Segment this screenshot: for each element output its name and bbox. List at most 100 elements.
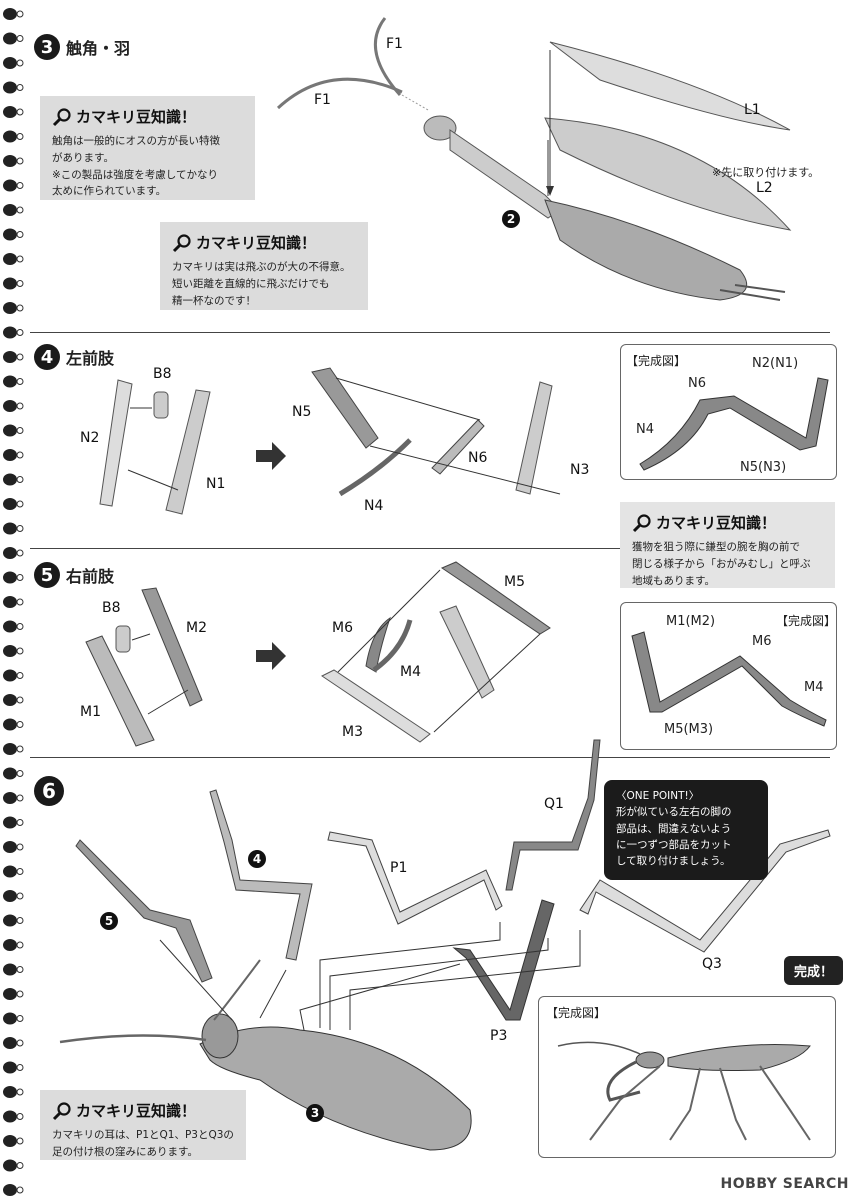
spiral-binding [3, 8, 24, 1196]
part-label: N1 [206, 476, 226, 492]
part-label: M1(M2) [666, 614, 716, 629]
part-label: B8 [102, 600, 121, 616]
tip-body: カマキリは実は飛ぶのが大の不得意。 短い距離を直線的に飛ぶだけでも 精一杯なので… [172, 261, 351, 307]
binding-ring [3, 816, 24, 829]
binding-ring [3, 1184, 24, 1196]
part-label: P3 [490, 1028, 508, 1044]
arrow-right-icon [256, 442, 286, 470]
binding-ring [3, 179, 24, 192]
part-label: N2(N1) [752, 356, 799, 371]
step-title: 触角・羽 [66, 39, 131, 58]
binding-ring [3, 792, 24, 804]
step-number: 3 [34, 34, 60, 60]
step-number: 6 [34, 776, 64, 806]
tip-heading: カマキリ豆知識！ [52, 106, 243, 127]
binding-ring [3, 596, 24, 608]
completed-view-title: 【完成図】 [776, 614, 837, 628]
binding-ring [3, 375, 24, 388]
part-label: N6 [468, 450, 488, 466]
step-title: 右前肢 [66, 567, 115, 586]
binding-ring [3, 155, 24, 167]
part-label: Q1 [544, 796, 564, 812]
ref-number: 3 [306, 1104, 324, 1122]
binding-ring [3, 841, 24, 853]
binding-ring [3, 1061, 24, 1074]
completed-view-title: 【完成図】 [546, 1006, 607, 1020]
part-label: N5 [292, 404, 312, 420]
ref-number: 4 [248, 850, 266, 868]
part-label: M5 [504, 574, 525, 590]
part-label: N4 [636, 422, 654, 437]
tip-heading: カマキリ豆知識！ [632, 512, 823, 533]
note-text: ※先に取り付けます。 [712, 166, 820, 179]
step-6-header: 6 [34, 776, 64, 806]
part-label: N2 [80, 430, 100, 446]
part-label: N5(N3) [740, 460, 787, 475]
part-label: M4 [400, 664, 421, 680]
step-3-header: 3 触角・羽 [34, 34, 130, 60]
tip-heading: カマキリ豆知識！ [172, 232, 356, 253]
binding-ring [3, 8, 24, 20]
magnifier-icon [52, 1101, 71, 1120]
step-number: 4 [34, 344, 60, 370]
tip-body: カマキリの耳は、P1とQ1、P3とQ3の 足の付け根の窪みにあります。 [52, 1129, 234, 1158]
binding-ring [3, 106, 24, 118]
magnifier-icon [52, 107, 71, 126]
binding-ring [3, 302, 24, 314]
one-point-body: 形が似ている左右の脚の 部品は、間違えないよう に一つずつ部品をカット して取り… [616, 806, 732, 868]
tip-box: カマキリ豆知識！ 触角は一般的にオスの方が長い特徴 があります。 ※この製品は強… [40, 96, 255, 200]
part-label: M2 [186, 620, 207, 636]
binding-ring [3, 522, 24, 535]
binding-ring [3, 400, 24, 412]
binding-ring [3, 1159, 24, 1172]
binding-ring [3, 571, 24, 584]
binding-ring [3, 767, 24, 780]
binding-ring [3, 204, 24, 216]
binding-ring [3, 57, 24, 69]
completed-view-frame [538, 996, 836, 1158]
binding-ring [3, 939, 24, 951]
binding-ring [3, 81, 24, 94]
tip-body: 獲物を狙う際に鎌型の腕を胸の前で 閉じる様子から「おがみむし」と呼ぶ 地域もあり… [632, 541, 811, 587]
part-label: P1 [390, 860, 408, 876]
binding-ring [3, 620, 24, 633]
binding-ring [3, 228, 24, 241]
binding-ring [3, 963, 24, 976]
part-label: N6 [688, 376, 706, 391]
part-label: F1 [386, 36, 403, 52]
part-label: M4 [804, 680, 824, 695]
divider [30, 548, 830, 549]
part-label: M3 [342, 724, 363, 740]
watermark: HOBBY SEARCH [720, 1176, 849, 1192]
part-label: Q3 [702, 956, 722, 972]
ref-number: 5 [100, 912, 118, 930]
binding-ring [3, 277, 24, 290]
binding-ring [3, 547, 24, 559]
tip-box: カマキリ豆知識！ カマキリは実は飛ぶのが大の不得意。 短い距離を直線的に飛ぶだけ… [160, 222, 368, 310]
binding-ring [3, 865, 24, 878]
part-label: M5(M3) [664, 722, 714, 737]
binding-ring [3, 914, 24, 927]
binding-ring [3, 130, 24, 143]
tip-body: 触角は一般的にオスの方が長い特徴 があります。 ※この製品は強度を考慮してかなり… [52, 135, 220, 198]
part-label: N4 [364, 498, 384, 514]
binding-ring [3, 326, 24, 339]
part-label: N3 [570, 462, 590, 478]
part-label: M6 [332, 620, 353, 636]
binding-ring [3, 424, 24, 437]
one-point-box: 〈ONE POINT!〉 形が似ている左右の脚の 部品は、間違えないよう に一つ… [604, 780, 768, 880]
part-label: F1 [314, 92, 331, 108]
divider [30, 332, 830, 333]
divider [30, 757, 830, 758]
one-point-title: 〈ONE POINT!〉 [616, 790, 700, 802]
binding-ring [3, 1110, 24, 1123]
part-label: L2 [756, 180, 773, 196]
step-3-illustration [276, 17, 792, 301]
binding-ring [3, 32, 24, 45]
binding-ring [3, 498, 24, 510]
binding-ring [3, 253, 24, 265]
